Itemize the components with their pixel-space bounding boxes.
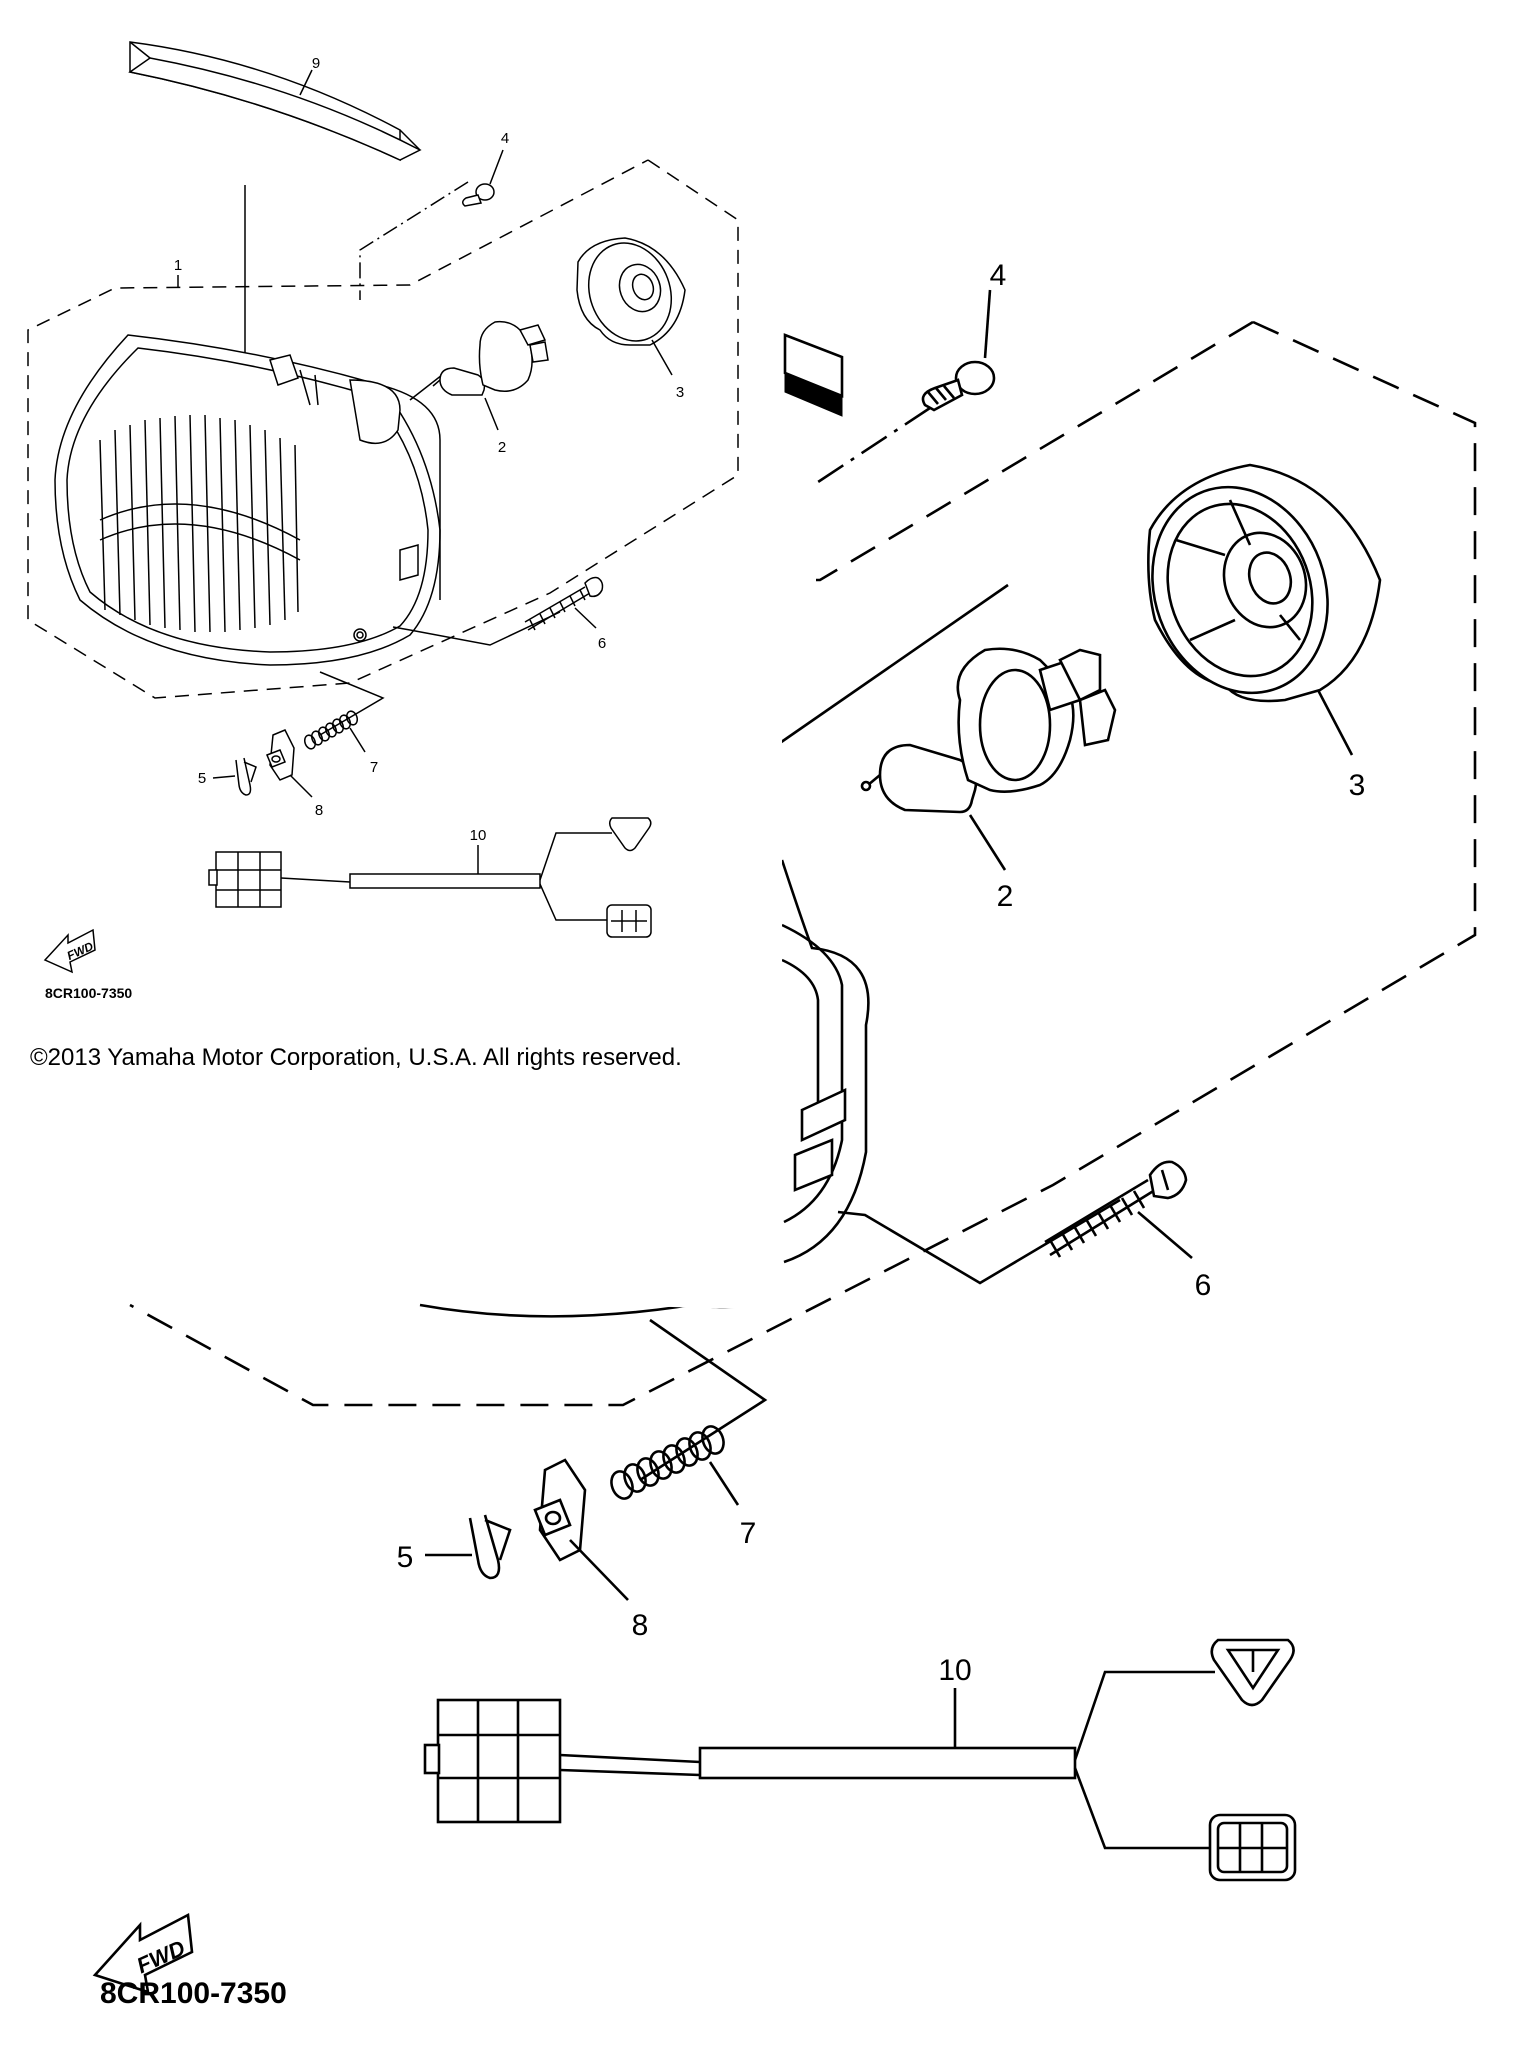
part-7-spring-small [303,710,359,750]
part-8-nut-plate-small [266,729,295,781]
fragment-block [783,333,844,417]
callout-9-small: 9 [312,55,320,72]
diagram-code-small: 8CR100-7350 [45,985,132,1001]
part-10-harness-large [423,1638,1297,1882]
callout-7-small: 7 [370,759,378,776]
callout-7-large: 7 [740,1517,757,1550]
inset-mask [0,0,782,1310]
lens-ribs [99,414,301,633]
part-10-harness-small [208,817,652,938]
overview-leader-lines [319,611,561,736]
part-3-socket-cover-small [576,237,686,346]
callouts-large: 4 3 2 6 7 5 8 10 [397,259,1366,1748]
part-6-bolt-small [524,576,604,631]
callout-2-small: 2 [498,439,506,456]
diagram-code-large: 8CR100-7350 [100,1977,287,2010]
part-4-clip-large [921,360,996,412]
callout-3-small: 3 [676,384,684,401]
overview-dashed-outline [27,159,739,699]
part-6-bolt-large [1044,1160,1188,1258]
part-7-spring-large [610,1425,725,1500]
part-2-bulb-large [860,647,1117,814]
callouts-small: 9 4 1 3 2 6 7 5 8 10 [174,55,684,874]
fwd-arrow-icon: FWD [92,1912,194,1994]
part-3-socket-cover-large [1147,463,1382,703]
part-1-headlight-small [54,334,441,666]
part-2-bulb-small [432,320,549,396]
callout-6-large: 6 [1195,1269,1212,1302]
copyright-notice: ©2013 Yamaha Motor Corporation, U.S.A. A… [30,1044,682,1071]
part-5-pin-large [468,1514,512,1580]
callout-5-large: 5 [397,1541,414,1574]
callout-2-large: 2 [997,880,1014,913]
callout-10-small: 10 [470,827,487,844]
enlarged-view: FWD 4 3 2 6 7 5 8 10 8CR100-7350 [92,259,1477,2010]
enlarged-dashed-outline [129,320,1477,1407]
callout-8-large: 8 [632,1609,649,1642]
part-5-pin-small [235,757,257,796]
overview-inset: FWD 9 4 1 3 2 6 7 5 8 10 8CR100-7350 [27,41,739,1001]
callout-4-small: 4 [501,130,509,147]
callout-8-small: 8 [315,802,323,819]
callout-10-large: 10 [938,1654,971,1687]
callout-3-large: 3 [1349,769,1366,802]
callout-6-small: 6 [598,635,606,652]
callout-5-small: 5 [198,770,206,787]
callout-1-small: 1 [174,257,182,274]
callout-4-large: 4 [990,259,1007,292]
part-8-nut-plate-large [533,1458,587,1562]
headlight-body-fragment [419,859,870,1318]
part-4-clip-small [462,183,495,207]
